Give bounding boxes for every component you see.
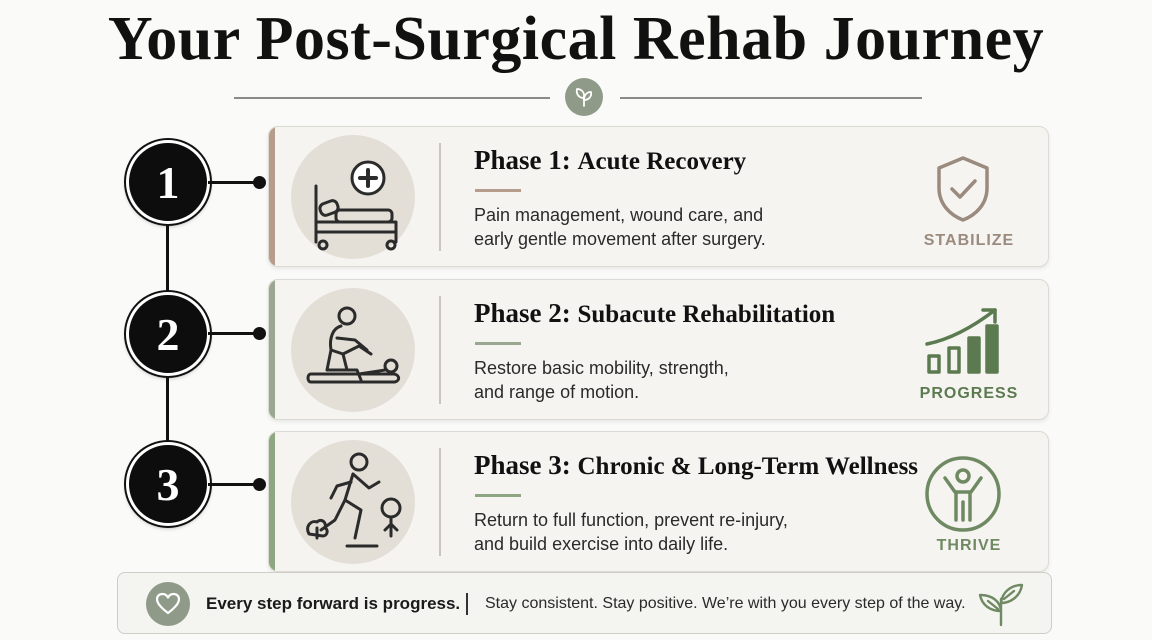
step-connector-dot-3 [253,478,266,491]
phase-card-separator [439,448,441,556]
physical-therapy-icon [291,288,415,412]
phase-title-underline [475,342,521,345]
phase-title: Phase 2: Subacute Rehabilitation [474,298,835,329]
step-connector-1 [208,181,258,184]
phase-subtitle: Chronic & Long-Term Wellness [577,453,919,480]
hospital-bed-icon [291,135,415,259]
phase-card-accent [269,432,275,571]
phase-card-separator [439,143,441,251]
celebrating-person-icon [921,454,1005,534]
step-number-3: 3 [126,442,210,526]
footer-message: Stay consistent. Stay positive. We’re wi… [485,595,966,612]
step-connector-3 [208,483,258,486]
phase-label: Phase 3: [474,450,571,480]
step-number-2: 2 [126,292,210,376]
heart-icon [146,582,190,626]
phase-card-1: Phase 1: Acute Recovery Pain management,… [268,126,1049,267]
phase-description: Return to full function, prevent re-inju… [474,508,804,556]
phase-label: Phase 1: [474,145,571,175]
phase-label: Phase 2: [474,298,571,328]
phase-badge-label: STABILIZE [923,232,1015,249]
phase-subtitle: Acute Recovery [577,148,747,175]
phase-title: Phase 3: Chronic & Long-Term Wellness [474,450,918,481]
phase-badge-label: THRIVE [936,537,1002,554]
footer-headline: Every step forward is progress. [206,594,461,613]
leaf-icon [565,78,603,116]
phase-card-accent [269,280,275,419]
runner-icon [291,440,415,564]
phase-description-line-1: Restore basic mobility, strength, [474,358,729,378]
phase-card-accent [269,127,275,266]
phase-card-3: Phase 3: Chronic & Long-Term Wellness Re… [268,431,1049,572]
phase-subtitle: Subacute Rehabilitation [577,301,836,328]
phase-title-underline [475,189,521,192]
page-title: Your Post-Surgical Rehab Journey [107,5,1045,73]
growth-chart-icon [921,302,1005,382]
phase-badge-label: PROGRESS [919,385,1019,402]
phase-card-2: Phase 2: Subacute Rehabilitation Restore… [268,279,1049,420]
phase-description-line-1: Return to full function, prevent re-inju… [474,510,788,530]
step-connector-dot-2 [253,327,266,340]
step-connector-2 [208,332,258,335]
sprout-icon [978,583,1024,627]
shield-check-icon [921,149,1005,229]
phase-title-underline [475,494,521,497]
phase-description-line-2: and range of motion. [474,382,640,402]
footer-banner: Every step forward is progress. Stay con… [117,572,1052,634]
phase-description: Restore basic mobility, strength, and ra… [474,356,804,404]
title-divider-right [620,97,922,99]
step-connector-dot-1 [253,176,266,189]
phase-title: Phase 1: Acute Recovery [474,145,746,176]
title-divider-left [234,97,550,99]
phase-card-separator [439,296,441,404]
footer-divider [466,593,468,615]
phase-description-line-2: early gentle movement after surgery. [474,229,766,249]
step-number-1: 1 [126,140,210,224]
phase-description: Pain management, wound care, and early g… [474,203,804,251]
phase-description-line-1: Pain management, wound care, and [474,205,764,225]
phase-description-line-2: and build exercise into daily life. [474,534,729,554]
